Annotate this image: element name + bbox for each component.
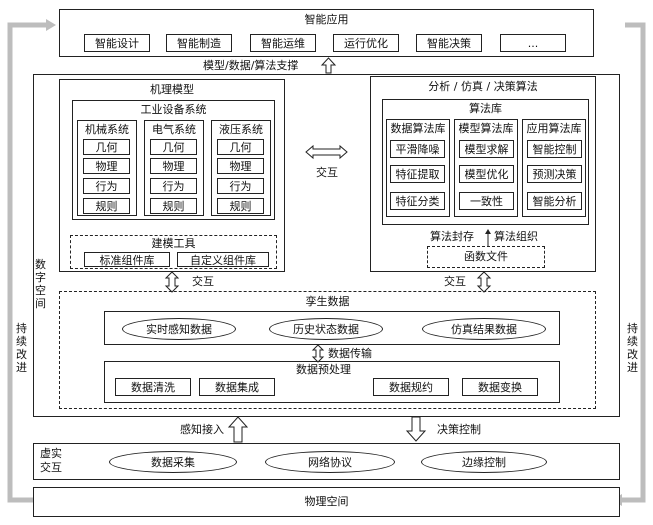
physical-space-panel <box>33 487 620 517</box>
twin-simulation: 仿真结果数据 <box>422 318 546 340</box>
analysis-title: 分析 / 仿真 / 决策算法 <box>428 80 538 93</box>
algo-lib-panel <box>382 99 589 225</box>
app-algo-1: 智能控制 <box>527 140 582 158</box>
system-electrical-title: 电气系统 <box>152 123 196 136</box>
model-algo-3: 一致性 <box>459 192 514 210</box>
pre-reduce: 数据规约 <box>373 378 449 396</box>
virtual-real-label: 虚实交互 <box>40 447 62 474</box>
app-algo-3: 智能分析 <box>527 192 582 210</box>
industrial-title: 工业设备系统 <box>140 103 207 116</box>
app-item-5: 智能决策 <box>416 34 482 52</box>
right-vertical-arrow <box>476 271 492 293</box>
elec-item-2: 物理 <box>150 158 197 174</box>
mechanism-panel <box>59 79 285 272</box>
vr-edge-control: 边缘控制 <box>421 451 547 473</box>
digital-space-label: 数字空间 <box>35 258 46 310</box>
preprocess-panel <box>104 361 560 403</box>
tool-standard-lib: 标准组件库 <box>84 252 170 267</box>
twin-data-title: 孪生数据 <box>305 295 350 308</box>
data-transfer-label: 数据传输 <box>328 347 372 360</box>
mech-item-3: 行为 <box>83 178 130 194</box>
decide-label: 决策控制 <box>437 423 481 436</box>
left-improve-label: 持续改进 <box>16 322 27 374</box>
physical-space-label: 物理空间 <box>304 495 349 508</box>
right-improve-loop <box>622 22 646 503</box>
twin-data-inner <box>104 311 560 345</box>
encap-up-head <box>485 229 491 234</box>
support-label: 模型/数据/算法支撑 <box>203 59 299 72</box>
mechanism-title: 机理模型 <box>150 83 194 96</box>
app-item-6: ... <box>500 34 566 52</box>
transfer-arrow <box>311 344 325 363</box>
industrial-panel <box>72 100 275 220</box>
func-file-label: 函数文件 <box>464 250 508 263</box>
elec-item-3: 行为 <box>150 178 197 194</box>
mech-item-2: 物理 <box>83 158 130 174</box>
algo-lib-title: 算法库 <box>469 102 502 115</box>
modeling-tools-title: 建模工具 <box>151 237 196 250</box>
interact-right-label: 交互 <box>444 275 466 288</box>
app-item-2: 智能制造 <box>166 34 232 52</box>
tool-custom-lib: 自定义组件库 <box>177 252 269 267</box>
decide-down-arrow <box>405 416 427 442</box>
pre-transform: 数据变换 <box>462 378 538 396</box>
pre-integrate: 数据集成 <box>199 378 275 396</box>
app-item-1: 智能设计 <box>84 34 150 52</box>
analysis-panel <box>370 76 596 272</box>
app-item-4: 运行优化 <box>333 34 399 52</box>
func-file-panel <box>427 246 545 268</box>
system-hydraulic-title: 液压系统 <box>219 123 263 136</box>
twin-history: 历史状态数据 <box>269 318 383 340</box>
hyd-item-2: 物理 <box>217 158 264 174</box>
mech-item-1: 几何 <box>83 139 130 155</box>
vr-network-protocol: 网络协议 <box>265 451 395 473</box>
perceive-up-arrow <box>227 416 249 443</box>
app-item-3: 智能运维 <box>250 34 316 52</box>
data-algo-3: 特征分类 <box>390 192 445 210</box>
vr-data-collect: 数据采集 <box>109 451 237 473</box>
algo-encap-label: 算法封存 <box>430 230 474 243</box>
virtual-real-panel <box>33 443 620 480</box>
left-improve-loop <box>7 22 46 503</box>
elec-item-4: 规则 <box>150 198 197 214</box>
right-improve-label: 持续改进 <box>627 322 638 374</box>
data-algo-2: 特征提取 <box>390 165 445 183</box>
left-loop-arrowhead <box>46 19 56 31</box>
hyd-item-3: 行为 <box>217 178 264 194</box>
interact-mid-label: 交互 <box>316 166 338 179</box>
pre-clean: 数据清洗 <box>115 378 191 396</box>
support-up-arrow <box>320 57 337 74</box>
left-vertical-arrow <box>164 271 180 293</box>
digital-space-panel <box>33 74 620 417</box>
data-algo-1: 平滑降噪 <box>390 140 445 158</box>
mech-item-4: 规则 <box>83 198 130 214</box>
hyd-item-4: 规则 <box>217 198 264 214</box>
interact-left-label: 交互 <box>192 275 214 288</box>
model-algo-1: 模型求解 <box>459 140 514 158</box>
hyd-item-1: 几何 <box>217 139 264 155</box>
model-algo-2: 模型优化 <box>459 165 514 183</box>
model-algo-lib-title: 模型算法库 <box>458 122 514 135</box>
modeling-tools-panel <box>70 235 277 269</box>
elec-item-1: 几何 <box>150 139 197 155</box>
app-algo-lib-title: 应用算法库 <box>526 122 582 135</box>
interact-double-arrow <box>305 144 348 160</box>
data-algo-lib-title: 数据算法库 <box>390 122 446 135</box>
system-mechanical-title: 机械系统 <box>85 123 129 136</box>
top-apps-title: 智能应用 <box>304 13 349 26</box>
twin-realtime: 实时感知数据 <box>122 318 236 340</box>
preprocess-title: 数据预处理 <box>296 363 351 376</box>
perceive-label: 感知接入 <box>180 423 224 436</box>
twin-data-panel <box>59 291 596 409</box>
app-algo-2: 预测决策 <box>527 165 582 183</box>
algo-organize-label: 算法组织 <box>494 230 538 243</box>
